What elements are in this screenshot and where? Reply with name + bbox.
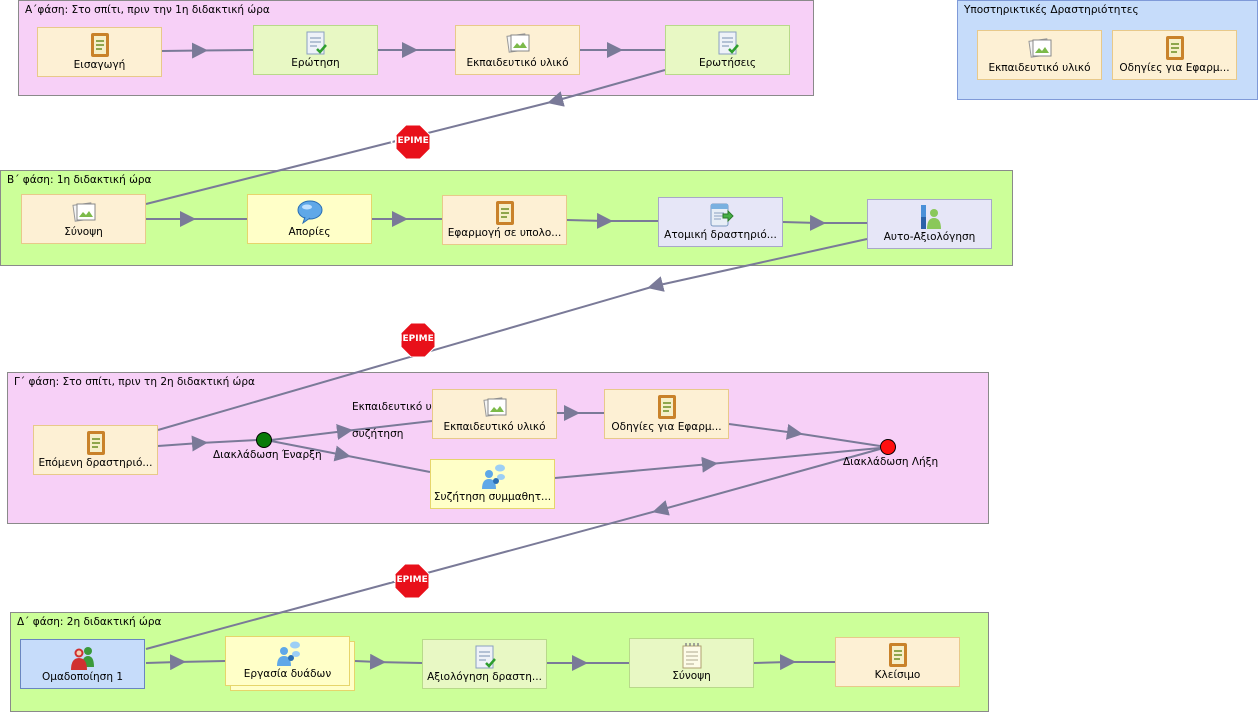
activity-label: Ερωτήσεις: [698, 57, 757, 69]
activity-evaluation[interactable]: Αξιολόγηση δραστη...: [422, 639, 547, 689]
branch-end-label: Διακλάδωση Λήξη: [843, 456, 939, 468]
activity-label: Εισαγωγή: [73, 59, 126, 71]
document-icon: [491, 199, 519, 227]
document-icon: [82, 429, 110, 457]
checklist-icon: [714, 29, 742, 57]
activity-label: Εκπαιδευτικό υλικό: [443, 421, 546, 433]
activity-label: Αυτο-Αξιολόγηση: [883, 231, 976, 243]
activity-question[interactable]: Ερώτηση: [253, 25, 378, 75]
document-icon: [86, 31, 114, 59]
activity-guidelines-c[interactable]: Οδηγίες για Εφαρμ...: [604, 389, 729, 439]
connector-b4-b5: [782, 214, 867, 231]
branch-path-label-discussion: συζήτηση: [352, 428, 404, 440]
image-icon: [70, 198, 98, 226]
stop-gate-text: ΠΕΡΙΜΕΝΕ: [395, 334, 441, 344]
activity-label: Συζήτηση συμμαθητ...: [433, 491, 552, 503]
activity-label: Ομαδοποίηση 1: [42, 671, 123, 683]
connector-c4-end: [554, 447, 881, 479]
activity-label: Οδηγίες για Εφαρμ...: [1119, 62, 1230, 74]
image-icon: [1026, 34, 1054, 62]
activity-label: Εκπαιδευτικό υλικό: [988, 62, 1091, 74]
connector-start-c4: [270, 440, 431, 473]
user-progress-icon: [916, 203, 944, 231]
activity-introduction[interactable]: Εισαγωγή: [37, 27, 162, 77]
support-educational-material[interactable]: Εκπαιδευτικό υλικό: [977, 30, 1102, 80]
activity-summary[interactable]: Σύνοψη: [21, 194, 146, 244]
activity-label: Ερώτηση: [291, 57, 340, 69]
stop-gate-text: ΠΕΡΙΜΕΝΕ: [390, 136, 436, 146]
activity-application[interactable]: Εφαρμογή σε υπολο...: [442, 195, 567, 245]
stop-gate-1[interactable]: ΠΕΡΙΜΕΝΕ: [390, 125, 436, 159]
connector-a1-a2: [161, 42, 254, 59]
connector-start-c2: [270, 420, 433, 441]
activity-grouping[interactable]: Ομαδοποίηση 1: [20, 639, 145, 689]
activity-queries[interactable]: Απορίες: [247, 194, 372, 244]
activity-individual[interactable]: Ατομική δραστηριό...: [658, 197, 783, 247]
branch-end-gate[interactable]: [880, 439, 896, 455]
connector-a4-b1: [145, 69, 666, 205]
activity-label: Εκπαιδευτικό υλικό: [466, 57, 569, 69]
activity-peer-discussion[interactable]: Συζήτηση συμμαθητ...: [430, 459, 555, 509]
notes-icon: [707, 201, 735, 229]
document-icon: [653, 393, 681, 421]
activity-educational-material[interactable]: Εκπαιδευτικό υλικό: [455, 25, 580, 75]
image-icon: [481, 393, 509, 421]
speech-bubble-icon: [296, 198, 324, 226]
phase-d-title: Δ΄ φάση: 2η διδακτική ώρα: [17, 616, 162, 628]
connector-b5-c1: [157, 238, 868, 431]
phase-b-title: Β΄ φάση: 1η διδακτική ώρα: [7, 174, 152, 186]
activity-label: Οδηγίες για Εφαρμ...: [611, 421, 722, 433]
connector-c3-end: [728, 423, 881, 447]
branch-start-label: Διακλάδωση Έναρξη: [213, 449, 322, 461]
activity-label: Ατομική δραστηριό...: [664, 229, 777, 241]
document-icon: [884, 641, 912, 669]
group-users-icon: [69, 643, 97, 671]
activity-label: Αξιολόγηση δραστη...: [427, 671, 542, 683]
document-icon: [1161, 34, 1189, 62]
activity-educational-material-c[interactable]: Εκπαιδευτικό υλικό: [432, 389, 557, 439]
chat-users-icon: [274, 640, 302, 668]
stop-gate-2[interactable]: ΠΕΡΙΜΕΝΕ: [395, 323, 441, 357]
activity-pair-work[interactable]: Εργασία δυάδων: [225, 636, 350, 686]
phase-a-title: Α΄φάση: Στο σπίτι, πριν την 1η διδακτική…: [25, 4, 270, 16]
activity-summary-d[interactable]: Σύνοψη: [629, 638, 754, 688]
activity-label: Σύνοψη: [64, 226, 103, 238]
activity-self-assessment[interactable]: Αυτο-Αξιολόγηση: [867, 199, 992, 249]
phase-c-title: Γ΄ φάση: Στο σπίτι, πριν τη 2η διδακτική…: [14, 376, 255, 388]
activity-label: Κλείσιμο: [874, 669, 921, 681]
branch-path-label-material: Εκπαιδευτικό υλ: [352, 401, 432, 413]
support-application-guidelines[interactable]: Οδηγίες για Εφαρμ...: [1112, 30, 1237, 80]
activity-label: Απορίες: [288, 226, 331, 238]
activity-next[interactable]: Επόμενη δραστηριό...: [33, 425, 158, 475]
stop-gate-text: ΠΕΡΙΜΕΝΕ: [389, 575, 435, 585]
activity-label: Επόμενη δραστηριό...: [38, 457, 153, 469]
activity-label: Εφαρμογή σε υπολο...: [447, 227, 562, 239]
connector-end-d1: [145, 448, 881, 650]
activity-label: Εργασία δυάδων: [243, 668, 332, 680]
activity-questions[interactable]: Ερωτήσεις: [665, 25, 790, 75]
checklist-icon: [471, 643, 499, 671]
activity-closing[interactable]: Κλείσιμο: [835, 637, 960, 687]
activity-label: Σύνοψη: [672, 670, 711, 682]
connector-c1-start: [157, 435, 258, 452]
notes-icon: [678, 642, 706, 670]
connector-d2-d3: [354, 653, 423, 670]
chat-users-icon: [479, 463, 507, 491]
connector-d1-d2: [145, 654, 226, 671]
stop-gate-3[interactable]: ΠΕΡΙΜΕΝΕ: [389, 564, 435, 598]
checklist-icon: [302, 29, 330, 57]
connector-b3-b4: [566, 212, 658, 229]
phase-support-title: Υποστηρικτικές Δραστηριότητες: [964, 4, 1139, 16]
branch-start-gate[interactable]: [256, 432, 272, 448]
image-icon: [504, 29, 532, 57]
connector-d4-d5: [753, 654, 835, 671]
